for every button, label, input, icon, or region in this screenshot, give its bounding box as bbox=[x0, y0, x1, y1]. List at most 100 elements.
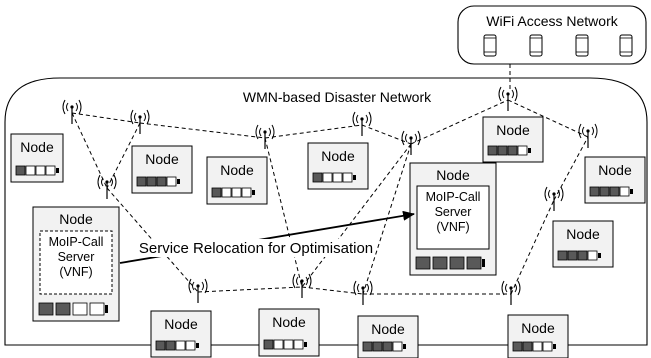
antenna-icon bbox=[62, 99, 82, 124]
capacity-slot bbox=[273, 339, 284, 350]
mesh-node: Node bbox=[584, 156, 646, 204]
capacity-slot bbox=[136, 176, 147, 187]
vnf-server-box bbox=[39, 230, 113, 295]
capacity-slot bbox=[185, 340, 196, 351]
capacity-slot bbox=[283, 339, 294, 350]
capacity-slot bbox=[156, 176, 167, 187]
mesh-link bbox=[301, 286, 364, 295]
capacity-slot bbox=[332, 172, 343, 183]
capacity-slot bbox=[507, 145, 518, 156]
capacity-slot bbox=[577, 250, 588, 261]
antenna-icon bbox=[352, 111, 372, 136]
mesh-link bbox=[507, 99, 589, 138]
server-label: Server bbox=[58, 250, 95, 264]
mesh-links bbox=[71, 99, 589, 295]
mesh-node: Node bbox=[150, 310, 212, 358]
node-label: Node bbox=[436, 167, 470, 183]
capacity-slot bbox=[342, 172, 353, 183]
mesh-link bbox=[139, 122, 266, 139]
capacity-slot bbox=[432, 256, 448, 270]
capacity-slot bbox=[221, 187, 232, 198]
node-label: Node bbox=[521, 320, 555, 336]
server-label: (VNF) bbox=[436, 220, 469, 234]
node-label: Node bbox=[20, 139, 54, 155]
capacity-slot bbox=[72, 302, 88, 316]
relocation-label: Service Relocation for Optimisation bbox=[139, 240, 373, 257]
capacity-slot bbox=[557, 250, 568, 261]
node-label: Node bbox=[598, 162, 632, 178]
antenna-icon bbox=[401, 130, 421, 155]
capacity-slot bbox=[382, 341, 393, 352]
mesh-node: Node bbox=[357, 315, 419, 358]
server-label: Server bbox=[435, 205, 472, 219]
antenna-layer bbox=[62, 86, 598, 305]
antenna-icon bbox=[578, 123, 598, 148]
mesh-link bbox=[106, 122, 141, 189]
capacity-slot bbox=[466, 256, 482, 270]
capacity-slot bbox=[293, 339, 304, 350]
capacity-slot bbox=[619, 186, 630, 197]
service-relocation: Service Relocation for Optimisation bbox=[119, 210, 415, 264]
node-label: Node bbox=[566, 226, 600, 242]
capacity-slot bbox=[322, 172, 333, 183]
wifi-network-title: WiFi Access Network bbox=[486, 13, 618, 29]
mesh-link bbox=[410, 99, 509, 145]
mesh-link bbox=[264, 124, 363, 139]
mesh-node: Node bbox=[507, 314, 569, 358]
server-label: MoIP-Call bbox=[426, 190, 481, 204]
capacity-slot bbox=[392, 341, 403, 352]
antenna-icon bbox=[255, 124, 275, 149]
wifi-network-boundary bbox=[457, 5, 647, 65]
wmn-network-title: WMN-based Disaster Network bbox=[243, 89, 432, 105]
phone-group bbox=[483, 34, 633, 57]
capacity-slot bbox=[517, 145, 528, 156]
mesh-link bbox=[264, 137, 303, 288]
capacity-slot bbox=[231, 187, 242, 198]
mesh-link bbox=[361, 124, 412, 145]
mesh-node: Node bbox=[131, 145, 193, 194]
phone-icon bbox=[575, 34, 589, 57]
antenna-icon bbox=[188, 278, 208, 303]
capacity-slot bbox=[38, 302, 54, 316]
capacity-slot bbox=[497, 145, 508, 156]
capacity-slot bbox=[587, 250, 598, 261]
capacity-slot bbox=[512, 341, 523, 352]
capacity-slot bbox=[487, 145, 498, 156]
mesh-node: Node bbox=[10, 133, 64, 183]
capacity-slot bbox=[372, 341, 383, 352]
vnf-server-box bbox=[416, 185, 490, 250]
server-label: (VNF) bbox=[59, 265, 92, 279]
node-label: Node bbox=[164, 316, 198, 332]
node-label: Node bbox=[371, 321, 405, 337]
mesh-link bbox=[71, 112, 141, 124]
capacity-slot bbox=[211, 187, 222, 198]
node-label: Node bbox=[321, 148, 355, 164]
capacity-slot bbox=[241, 187, 252, 198]
mesh-link bbox=[510, 199, 555, 295]
capacity-slot bbox=[599, 186, 610, 197]
mesh-node: Node bbox=[258, 308, 320, 357]
capacity-slot bbox=[542, 341, 553, 352]
capacity-slot bbox=[35, 165, 46, 176]
capacity-slot bbox=[522, 341, 533, 352]
antenna-icon bbox=[498, 86, 518, 111]
mesh-node: Node bbox=[307, 142, 369, 190]
antenna-icon bbox=[544, 186, 564, 211]
capacity-slot bbox=[532, 341, 543, 352]
node-label: Node bbox=[145, 151, 179, 167]
server-label: MoIP-Call bbox=[49, 235, 104, 249]
capacity-slot bbox=[166, 176, 177, 187]
capacity-slot bbox=[589, 186, 600, 197]
mesh-link bbox=[71, 112, 108, 189]
antenna-icon bbox=[97, 174, 117, 199]
capacity-slot bbox=[609, 186, 620, 197]
mesh-node: Node bbox=[482, 116, 544, 163]
node-label: Node bbox=[59, 211, 93, 227]
phone-icon bbox=[529, 34, 543, 57]
capacity-slot bbox=[165, 340, 176, 351]
capacity-slot bbox=[362, 341, 373, 352]
